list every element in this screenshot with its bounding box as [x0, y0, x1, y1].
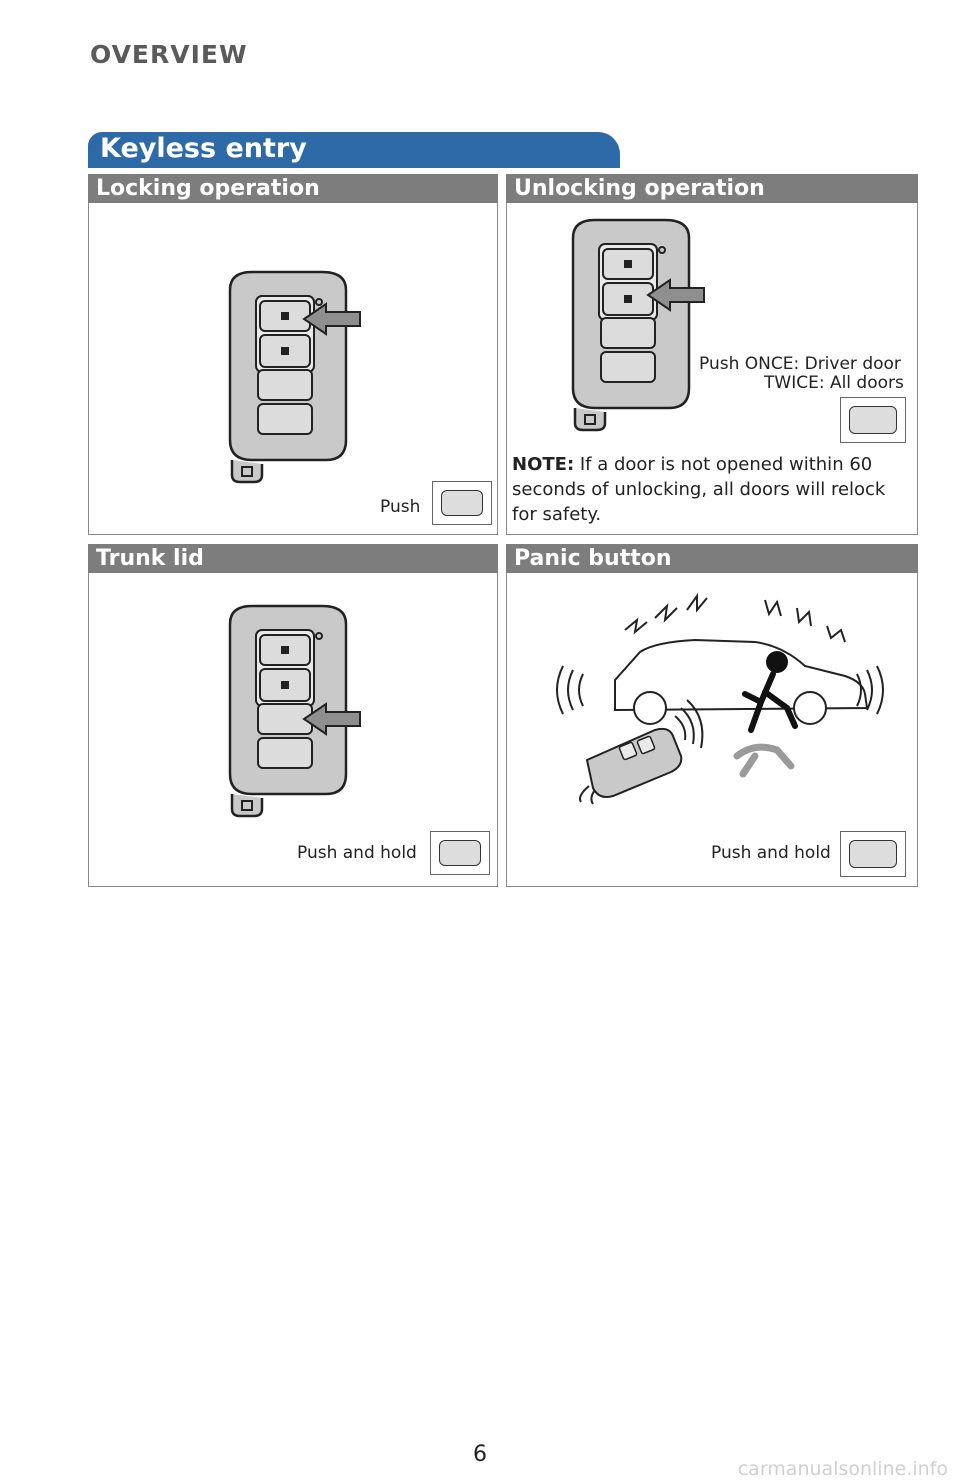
trunk-panel-title: Trunk lid [88, 544, 498, 573]
arrow-icon [646, 278, 705, 312]
note-label: NOTE: [512, 454, 575, 475]
unlock-button-icon [840, 397, 906, 443]
arrow-icon [302, 302, 361, 336]
page-header: OVERVIEW [90, 40, 248, 69]
page-number: 6 [473, 1442, 487, 1467]
section-title-tab: Keyless entry [88, 132, 620, 168]
trunk-caption: Push and hold [297, 843, 417, 863]
unlocking-note: NOTE: If a door is not opened within 60 … [512, 452, 912, 527]
panic-panel [506, 544, 918, 887]
lock-button-icon [432, 481, 492, 525]
unlocking-caption-line1: Push ONCE: Driver door [699, 354, 901, 374]
locking-caption: Push [380, 497, 421, 517]
watermark: carmanualsonline.info [737, 1458, 948, 1480]
key-fob-illustration [228, 604, 348, 818]
trunk-button-icon [430, 831, 490, 875]
arrow-icon [302, 702, 361, 736]
unlocking-caption-line2: TWICE: All doors [764, 373, 904, 393]
key-fob-illustration [571, 218, 691, 432]
panic-panel-title: Panic button [506, 544, 918, 573]
note-text: If a door is not opened within 60 second… [512, 454, 886, 525]
locking-panel-title: Locking operation [88, 174, 498, 203]
panic-caption: Push and hold [711, 843, 831, 863]
panic-button-icon [840, 831, 906, 877]
unlocking-panel-title: Unlocking operation [506, 174, 918, 203]
panic-alarm-illustration [556, 592, 884, 805]
section-title: Keyless entry [100, 133, 307, 164]
